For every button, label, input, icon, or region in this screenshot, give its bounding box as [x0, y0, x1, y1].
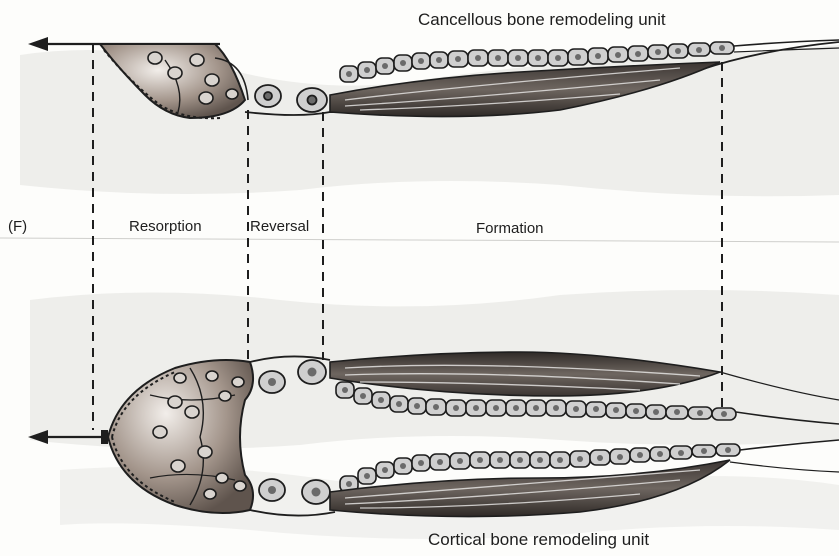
resorption-label: Resorption — [129, 218, 202, 235]
panel-letter: (F) — [8, 218, 27, 235]
cancellous-unit-title: Cancellous bone remodeling unit — [418, 10, 666, 30]
reversal-label: Reversal — [250, 218, 309, 235]
formation-label: Formation — [476, 220, 544, 237]
midline — [0, 238, 839, 242]
arrowhead-top — [28, 37, 48, 51]
cortical-unit-title: Cortical bone remodeling unit — [428, 530, 649, 550]
